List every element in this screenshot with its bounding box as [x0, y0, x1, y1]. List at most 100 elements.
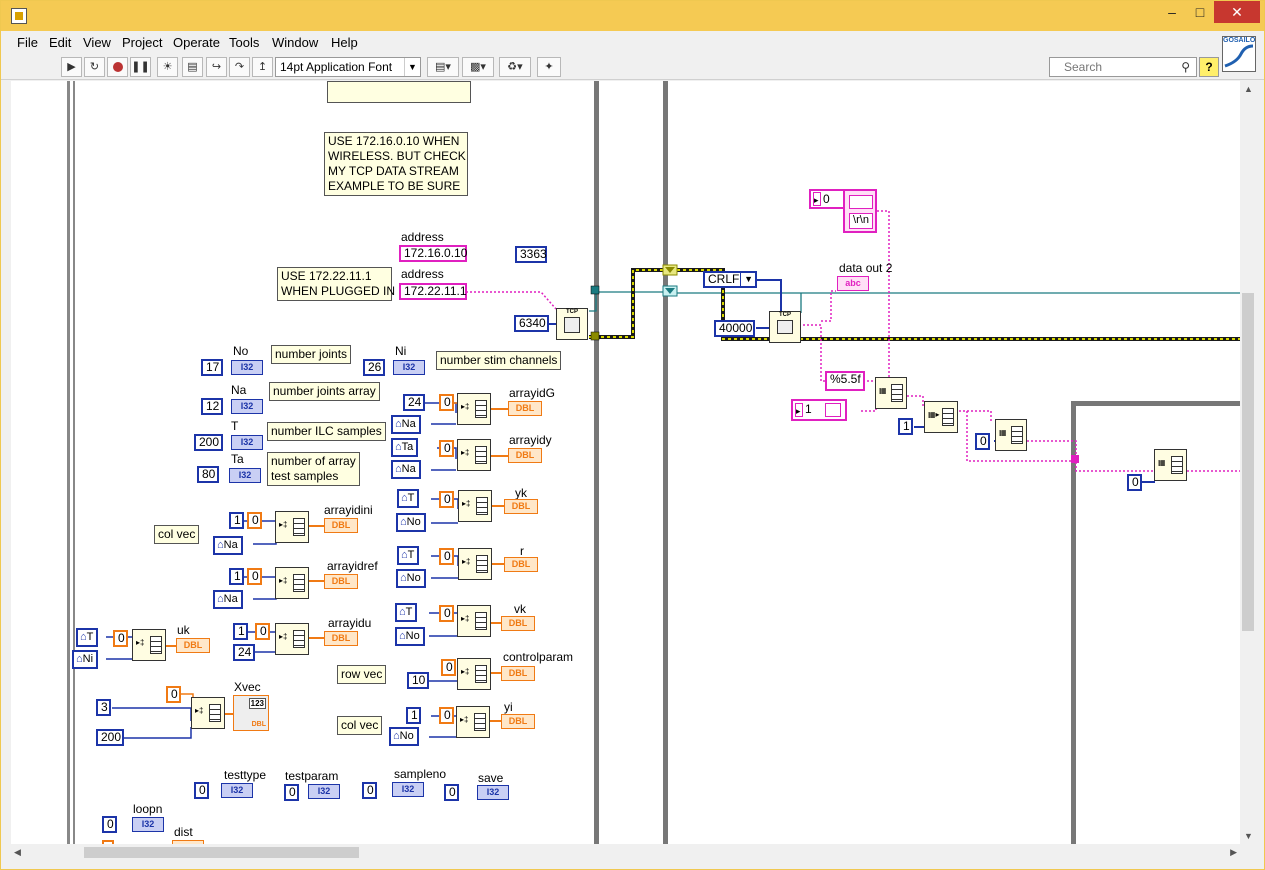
r-init-constant[interactable]: 0: [439, 548, 454, 565]
step-over-icon[interactable]: ↷: [229, 57, 250, 77]
menu-operate[interactable]: Operate: [173, 35, 220, 50]
vk-prop-node-t[interactable]: ⌂T: [395, 603, 418, 622]
retain-wire-values-icon[interactable]: ▤: [182, 57, 203, 77]
controlparam-dim-constant[interactable]: 10: [407, 672, 429, 689]
testtype-constant[interactable]: 0: [194, 782, 209, 799]
arrayidy-prop-node-na[interactable]: ⌂Na: [391, 460, 421, 479]
distribute-objects-icon[interactable]: ▩▾: [462, 57, 494, 77]
scroll-down-icon[interactable]: ▼: [1244, 831, 1253, 841]
arrayidini-init-array-fn[interactable]: ▸‡: [275, 511, 309, 543]
Xvec-init-array-fn[interactable]: ▸‡: [191, 697, 225, 729]
block-diagram[interactable]: USE 172.16.0.10 WHEN WIRELESS. BUT CHECK…: [11, 81, 1240, 844]
scroll-left-icon[interactable]: ◀: [14, 847, 21, 857]
arrayidref-dim-constant[interactable]: 1: [229, 568, 244, 585]
save-constant[interactable]: 0: [444, 784, 459, 801]
menu-file[interactable]: File: [17, 35, 38, 50]
loopn-constant[interactable]: 0: [102, 816, 117, 833]
arrayidref-prop-node-na[interactable]: ⌂Na: [213, 590, 243, 609]
highlight-execution-icon[interactable]: ☀: [157, 57, 178, 77]
step-out-icon[interactable]: ↥: [252, 57, 273, 77]
T-constant[interactable]: 200: [194, 434, 223, 451]
Xvec-dim-constant[interactable]: 3: [96, 699, 111, 716]
arrayidref-init-constant[interactable]: 0: [247, 568, 262, 585]
menu-project[interactable]: Project: [122, 35, 163, 50]
close-button[interactable]: ✕: [1214, 1, 1260, 23]
Ta-constant[interactable]: 80: [197, 466, 219, 483]
align-objects-icon[interactable]: ▤▾: [427, 57, 459, 77]
pause-icon[interactable]: ❚❚: [130, 57, 151, 77]
horizontal-scrollbar[interactable]: ◀ ▶: [11, 844, 1240, 861]
yi-init-constant[interactable]: 0: [439, 707, 454, 724]
yi-prop-node-no[interactable]: ⌂No: [389, 727, 419, 746]
yk-prop-node-t[interactable]: ⌂T: [397, 489, 420, 508]
minimize-button[interactable]: –: [1168, 4, 1176, 20]
menu-window[interactable]: Window: [272, 35, 319, 50]
dist-constant[interactable]: [102, 840, 114, 844]
format-string-constant[interactable]: %5.5f: [825, 371, 865, 391]
array-subset-fn-2[interactable]: ▦: [1154, 449, 1187, 481]
maximize-button[interactable]: □: [1195, 4, 1205, 20]
arrayidini-dim-constant[interactable]: 1: [229, 512, 244, 529]
arrayidini-prop-node-na[interactable]: ⌂Na: [213, 536, 243, 555]
scroll-up-icon[interactable]: ▲: [1244, 84, 1253, 94]
reorder-icon[interactable]: ♻▾: [499, 57, 531, 77]
uk-init-constant[interactable]: 0: [113, 630, 128, 647]
r-prop-node-no[interactable]: ⌂No: [396, 569, 426, 588]
tcp-open-icon[interactable]: TCP: [556, 308, 588, 340]
arrayidy-prop-node-ta[interactable]: ⌂Ta: [391, 438, 419, 457]
arrayidini-init-constant[interactable]: 0: [247, 512, 262, 529]
yk-init-constant[interactable]: 0: [439, 491, 454, 508]
index-constant-2[interactable]: 0: [975, 433, 990, 450]
address-constant-2[interactable]: 172.22.11.1: [399, 283, 467, 300]
sampleno-constant[interactable]: 0: [362, 782, 377, 799]
vi-icon[interactable]: GOSAILO: [1222, 36, 1256, 72]
scroll-right-icon[interactable]: ▶: [1230, 847, 1237, 857]
array-to-spreadsheet-fn[interactable]: ▦: [875, 377, 907, 409]
menu-edit[interactable]: Edit: [49, 35, 72, 50]
help-button[interactable]: ?: [1199, 57, 1219, 77]
arrayidG-dim-constant[interactable]: 24: [403, 394, 425, 411]
arrayidu-dim2-constant[interactable]: 24: [233, 644, 255, 661]
Xvec-dim2-constant[interactable]: 200: [96, 729, 124, 746]
uk-prop-node-ni[interactable]: ⌂Ni: [72, 650, 99, 669]
Ni-constant[interactable]: 26: [363, 359, 385, 376]
vk-prop-node-no[interactable]: ⌂No: [395, 627, 425, 646]
menu-view[interactable]: View: [83, 35, 111, 50]
Xvec-init-constant[interactable]: 0: [166, 686, 181, 703]
font-selector[interactable]: 14pt Application Font ▼: [275, 57, 421, 77]
abort-icon[interactable]: [107, 57, 128, 77]
run-continuously-icon[interactable]: ↻: [84, 57, 105, 77]
array-constant-one[interactable]: ▸ 1: [791, 399, 847, 421]
No-constant[interactable]: 17: [201, 359, 223, 376]
crlf-enum-constant[interactable]: CRLF▼: [703, 271, 757, 288]
vk-init-constant[interactable]: 0: [439, 605, 454, 622]
address-constant-1[interactable]: 172.16.0.10: [399, 245, 467, 262]
run-arrow-icon[interactable]: ▶: [61, 57, 82, 77]
vk-init-array-fn[interactable]: ▸‡: [457, 605, 491, 637]
arrayidu-init-array-fn[interactable]: ▸‡: [275, 623, 309, 655]
arrayidG-init-array-fn[interactable]: ▸‡: [457, 393, 491, 425]
arrayidy-init-constant[interactable]: 0: [439, 440, 454, 457]
arrayidref-init-array-fn[interactable]: ▸‡: [275, 567, 309, 599]
menu-help[interactable]: Help: [331, 35, 358, 50]
index-array-fn[interactable]: ▦▸: [924, 401, 958, 433]
step-into-icon[interactable]: ↪: [206, 57, 227, 77]
arrayidG-prop-node[interactable]: ⌂Na: [391, 415, 421, 434]
r-init-array-fn[interactable]: ▸‡: [458, 548, 492, 580]
yk-init-array-fn[interactable]: ▸‡: [458, 490, 492, 522]
menu-tools[interactable]: Tools: [229, 35, 260, 50]
vertical-scroll-thumb[interactable]: [1242, 293, 1254, 631]
r-prop-node-t[interactable]: ⌂T: [397, 546, 420, 565]
yi-dim-constant[interactable]: 1: [406, 707, 421, 724]
search-input[interactable]: Search ⚲: [1049, 57, 1197, 77]
string-array-constant[interactable]: \r\n: [843, 189, 877, 233]
port-constant-2[interactable]: 6340: [514, 315, 549, 332]
arrayidy-init-array-fn[interactable]: ▸‡: [457, 439, 491, 471]
cleanup-diagram-icon[interactable]: ✦: [537, 57, 561, 77]
uk-init-array-fn[interactable]: ▸‡: [132, 629, 166, 661]
port-constant-1[interactable]: 3363: [515, 246, 547, 263]
controlparam-init-constant[interactable]: 0: [441, 659, 456, 676]
vertical-scrollbar[interactable]: ▲ ▼: [1240, 81, 1256, 844]
arrayidu-dim-constant[interactable]: 1: [233, 623, 248, 640]
arrayidu-init-constant[interactable]: 0: [255, 623, 270, 640]
